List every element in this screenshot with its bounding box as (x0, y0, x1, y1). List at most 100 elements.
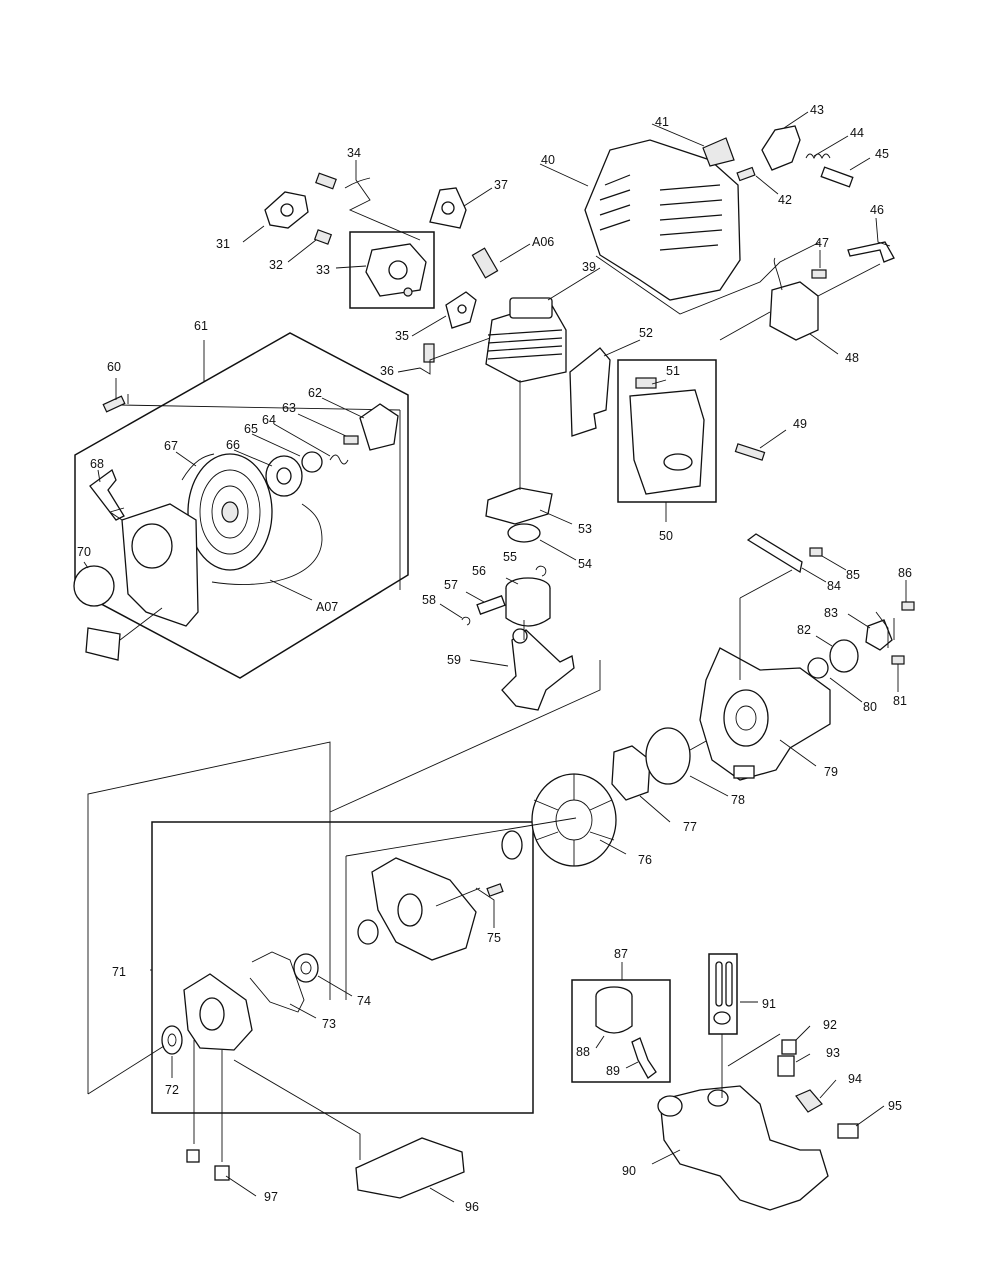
label-88: 88 (576, 1045, 590, 1059)
label-67: 67 (164, 439, 178, 453)
part-68-handle (89, 468, 125, 521)
part-33-adapter (365, 243, 427, 297)
part-44-spring (805, 153, 831, 160)
label-42: 42 (778, 193, 792, 207)
label-56: 56 (472, 564, 486, 578)
part-starter-housing (121, 503, 199, 627)
label-91: 91 (762, 997, 776, 1011)
part-85-screw (809, 547, 823, 557)
label-76: 76 (638, 853, 652, 867)
part-86-screw (901, 601, 915, 611)
label-86: 86 (898, 566, 912, 580)
label-47: 47 (815, 236, 829, 250)
part-70-disc (73, 565, 115, 607)
label-85: 85 (846, 568, 860, 582)
label-44: 44 (850, 126, 864, 140)
label-95: 95 (888, 1099, 902, 1113)
part-48-ignition-coil (769, 257, 819, 341)
part-81-screw (891, 655, 905, 665)
part-74-bearing (293, 953, 319, 983)
label-94: 94 (848, 1072, 862, 1086)
label-35: 35 (395, 329, 409, 343)
label-36: 36 (380, 364, 394, 378)
muffler-box (617, 359, 717, 503)
part-52-plate (569, 347, 611, 437)
label-83: 83 (824, 606, 838, 620)
label-62: 62 (308, 386, 322, 400)
part-91-fuel-tubes (713, 961, 733, 1025)
label-84: 84 (827, 579, 841, 593)
label-65: 65 (244, 422, 258, 436)
part-45-tube (820, 166, 854, 188)
part-60-screw (102, 395, 126, 413)
label-46: 46 (870, 203, 884, 217)
fuel-filter-box (708, 953, 738, 1035)
part-63-screw (343, 435, 359, 445)
label-66: 66 (226, 438, 240, 452)
label-90: 90 (622, 1164, 636, 1178)
label-75: 75 (487, 931, 501, 945)
part-53-gasket (485, 487, 553, 525)
part-67-spring-case (181, 453, 273, 571)
label-49: 49 (793, 417, 807, 431)
label-48: 48 (845, 351, 859, 365)
label-50: 50 (659, 529, 673, 543)
part-88-fuel-cap (595, 986, 633, 1034)
part-71-crankcase-right (357, 857, 477, 961)
fuel-cap-box (571, 979, 671, 1083)
part-82-bushing (829, 639, 859, 673)
label-72: 72 (165, 1083, 179, 1097)
label-63: 63 (282, 401, 296, 415)
part-62-plate (359, 403, 399, 451)
part-89-filter (631, 1037, 657, 1079)
label-59: 59 (447, 653, 461, 667)
part-59-crankshaft (501, 628, 575, 711)
part-83-clamp (865, 619, 893, 651)
label-89: 89 (606, 1064, 620, 1078)
part-75-screw (486, 883, 504, 897)
leader-lines (83, 111, 907, 1203)
label-33: 33 (316, 263, 330, 277)
part-37-insulator (429, 187, 467, 229)
part-47-screw (811, 269, 827, 279)
label-73: 73 (322, 1017, 336, 1031)
label-51: 51 (666, 364, 680, 378)
part-A07-starter-rope (211, 503, 323, 585)
label-41: 41 (655, 115, 669, 129)
part-35-gasket (445, 291, 477, 329)
part-79-clutch-housing (699, 647, 831, 781)
label-87: 87 (614, 947, 628, 961)
part-94-plate (795, 1089, 823, 1113)
label-57: 57 (444, 578, 458, 592)
label-64: 64 (262, 413, 276, 427)
label-31: 31 (216, 237, 230, 251)
label-A07: A07 (316, 600, 338, 614)
label-55: 55 (503, 550, 517, 564)
part-seal-upper (501, 830, 523, 860)
part-56-piston (505, 577, 551, 627)
part-39-cylinder (485, 297, 567, 383)
label-74: 74 (357, 994, 371, 1008)
part-41-label (702, 137, 735, 167)
part-65-ratchet (301, 451, 323, 473)
label-77: 77 (683, 820, 697, 834)
label-70: 70 (77, 545, 91, 559)
label-97: 97 (264, 1190, 278, 1204)
part-95-plate (837, 1123, 859, 1139)
crankcase-group-box (151, 821, 534, 1114)
part-76-flywheel (531, 773, 617, 867)
part-40-cylinder-cover (584, 139, 741, 301)
label-60: 60 (107, 360, 121, 374)
label-96: 96 (465, 1200, 479, 1214)
part-73-gasket (249, 951, 305, 1013)
label-68: 68 (90, 457, 104, 471)
part-93-bushing (777, 1055, 795, 1077)
part-55-clip (535, 565, 547, 577)
part-57-pin (476, 595, 506, 615)
part-77-clutch (611, 745, 651, 801)
label-78: 78 (731, 793, 745, 807)
label-61: 61 (194, 319, 208, 333)
label-53: 53 (578, 522, 592, 536)
part-42-screw (736, 166, 756, 182)
label-45: 45 (875, 147, 889, 161)
